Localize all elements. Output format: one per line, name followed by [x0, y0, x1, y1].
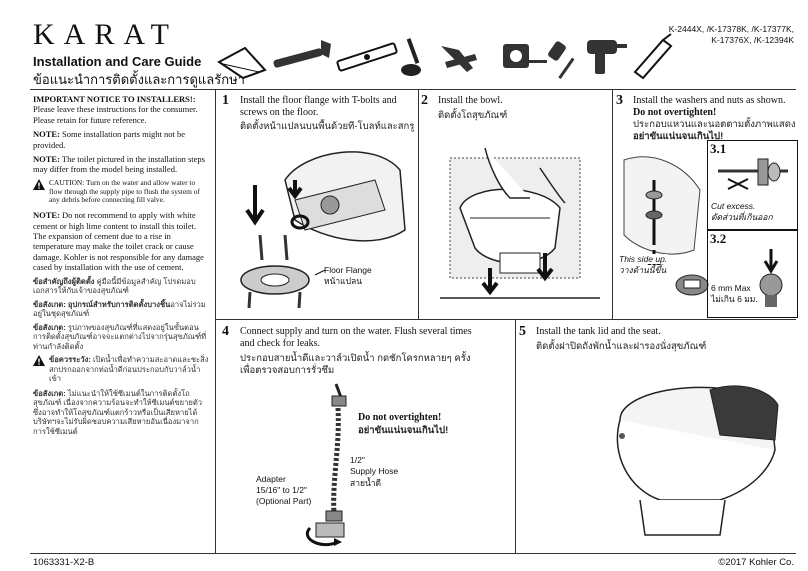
- guide-title: Installation and Care Guide: [33, 54, 202, 69]
- floor-flange-label-thai: หน้าแปลน: [324, 276, 363, 286]
- notice-heading: IMPORTANT NOTICE TO INSTALLERS!:: [33, 94, 196, 104]
- step-1-number: 1: [222, 93, 229, 108]
- mm-max-label: 6 mm Max: [711, 283, 751, 293]
- cut-excess-label: Cut excess.: [711, 201, 756, 211]
- installer-notices: IMPORTANT NOTICE TO INSTALLERS!: Please …: [33, 94, 209, 440]
- screwdriver-icon: [548, 41, 575, 79]
- optional-part-label: (Optional Part): [256, 496, 312, 506]
- mm-max-label-thai: ไม่เกิน 6 มม.: [711, 294, 758, 304]
- tape-measure-icon: [503, 44, 547, 68]
- note-label: NOTE:: [33, 210, 60, 221]
- document-code: 1063331-X2-B: [33, 557, 95, 568]
- thai-note-text: คู่มือนี้มีข้อมูลสำคัญ โปรดมอบเอกสารให้ก…: [33, 276, 196, 296]
- adapter-size-label: 15/16" to 1/2": [256, 485, 307, 495]
- floor-flange-illustration: [240, 151, 406, 309]
- thai-note-label: ข้อสังเกต:: [33, 388, 66, 398]
- thai-note-text: อาจไม่รวมอยู่ในชุดสุขภัณฑ์: [33, 299, 206, 319]
- notice-para: Please leave these instructions for the …: [33, 104, 198, 125]
- this-side-up-label-thai: วางด้านนี้ขึ้น: [619, 265, 667, 275]
- pliers-icon: [441, 46, 477, 72]
- tools-illustration: [217, 33, 673, 80]
- power-drill-icon: [587, 40, 627, 74]
- detail-box-3-1: 3.1 Cut excess. ตัดส่วนที่เกินออก: [707, 140, 798, 230]
- bowl-install-illustration: [440, 147, 600, 299]
- step-4-thai: ประกอบสายน้ำดีและวาล์วเปิดน้ำ กดชักโครกห…: [240, 353, 471, 376]
- caution-text: CAUTION: Turn on the water and allow wat…: [49, 177, 200, 205]
- step-3-text: Install the washers and nuts as shown.: [633, 95, 786, 106]
- brand-logo: KARAT: [33, 18, 179, 51]
- level-icon: [336, 42, 398, 72]
- thai-note-text: รูปภาพของสุขภัณฑ์ที่แสดงอยู่ในขั้นตอนการ…: [33, 322, 207, 351]
- step-2-thai: ติดตั้งโถสุขภัณฑ์: [438, 110, 508, 121]
- step-1-thai: ติดตั้งหน้าแปลนบนพื้นด้วยที-โบลท์และสกรู: [240, 121, 415, 132]
- step-3-warning: Do not overtighten!: [633, 107, 717, 118]
- step-4-text: Connect supply and turn on the water. Fl…: [240, 326, 472, 349]
- supply-hose-illustration: [306, 383, 347, 547]
- plunger-icon: [401, 38, 421, 76]
- warning-icon: [33, 178, 45, 190]
- cut-excess-illustration: [718, 158, 788, 190]
- step-5-number: 5: [519, 324, 526, 339]
- floor-flange-label: Floor Flange: [324, 265, 372, 275]
- hacksaw-icon: [217, 46, 267, 80]
- step-4-number: 4: [222, 324, 229, 339]
- divider-4-5: [515, 319, 516, 553]
- column-divider: [215, 89, 216, 553]
- sealant-tube-icon: [633, 33, 673, 80]
- no-overtighten-label-thai: อย่าขันแน่นจนเกินไป!: [358, 425, 449, 436]
- step-5-text: Install the tank lid and the seat.: [536, 326, 661, 337]
- caution-block: CAUTION: Turn on the water and allow wat…: [33, 177, 209, 205]
- divider-2-3: [612, 89, 613, 319]
- hose-size-label: 1/2": [350, 455, 365, 465]
- detail-box-3-2: 3.2 6 mm Max ไม่เกิน 6 มม.: [707, 230, 798, 318]
- cut-excess-label-thai: ตัดส่วนที่เกินออก: [711, 212, 773, 222]
- note-label: NOTE:: [33, 129, 60, 140]
- thai-note-text: เปิดน้ำเพื่อทำความสะอาดและชะสิ่งสกปรกออก…: [49, 355, 209, 384]
- step-2-text: Install the bowl.: [438, 95, 503, 106]
- supply-hose-label: Supply Hose: [350, 466, 399, 476]
- this-side-up-label: This side up.: [619, 254, 668, 264]
- note-text: Do not recommend to apply with white cem…: [33, 210, 204, 273]
- header-divider: [30, 89, 796, 90]
- step-3-number: 3: [616, 93, 623, 108]
- thai-note-label: ข้อควรระวัง:: [49, 355, 91, 365]
- divider-row: [215, 319, 796, 320]
- supply-hose-label-thai: สายน้ำดี: [350, 478, 382, 488]
- step-5-thai: ติดตั้งฝาปิดถังพักน้ำและฝารองนั่งสุขภัณฑ…: [536, 341, 707, 352]
- toilet-seat-illustration: [616, 385, 779, 536]
- copyright: ©2017 Kohler Co.: [718, 557, 794, 568]
- detail-3-1-number: 3.1: [710, 141, 727, 156]
- adjustable-wrench-icon: [273, 40, 331, 68]
- step-2-number: 2: [421, 93, 428, 108]
- adapter-label: Adapter: [256, 474, 286, 484]
- detail-3-2-number: 3.2: [710, 231, 727, 246]
- warning-icon: [33, 355, 45, 367]
- step-3-thai: ประกอบแหวนและนอตตามตั้งภาพแสดง: [633, 119, 796, 130]
- guide-title-thai: ข้อแนะนำการติดตั้งและการดูแลรักษา: [33, 72, 245, 87]
- thai-note-text: ไม่แนะนำให้ใช้ซีเมนต์ในการติดตั้งโถสุขภั…: [33, 388, 203, 436]
- no-overtighten-label: Do not overtighten!: [358, 412, 442, 423]
- step-1-text: Install the floor flange with T-bolts an…: [240, 95, 397, 118]
- note-text: The toilet pictured in the installation …: [33, 154, 205, 175]
- model-numbers: K-2444X, /K-17378K, /K-17377K, K-17376X,…: [668, 24, 794, 45]
- step-3-thai-warning: อย่าขันแน่นจนเกินไป!: [633, 131, 724, 142]
- divider-1-2: [418, 89, 419, 319]
- thai-caution-block: ข้อควรระวัง: เปิดน้ำเพื่อทำความสะอาดและช…: [33, 355, 209, 384]
- washer-nut-illustration: [623, 156, 709, 296]
- footer-divider: [30, 553, 796, 554]
- note-text: Some installation parts might not be pro…: [33, 129, 186, 150]
- thai-note-label: ข้อสังเกต:: [33, 322, 66, 332]
- thai-note-label: ข้อสังเกต: อุปกรณ์สำหรับการติดตั้งบางชิ้…: [33, 299, 171, 309]
- note-label: NOTE:: [33, 154, 60, 165]
- nut-gap-illustration: [759, 249, 783, 307]
- thai-note-label: ข้อสำคัญถึงผู้ติดตั้ง: [33, 276, 95, 286]
